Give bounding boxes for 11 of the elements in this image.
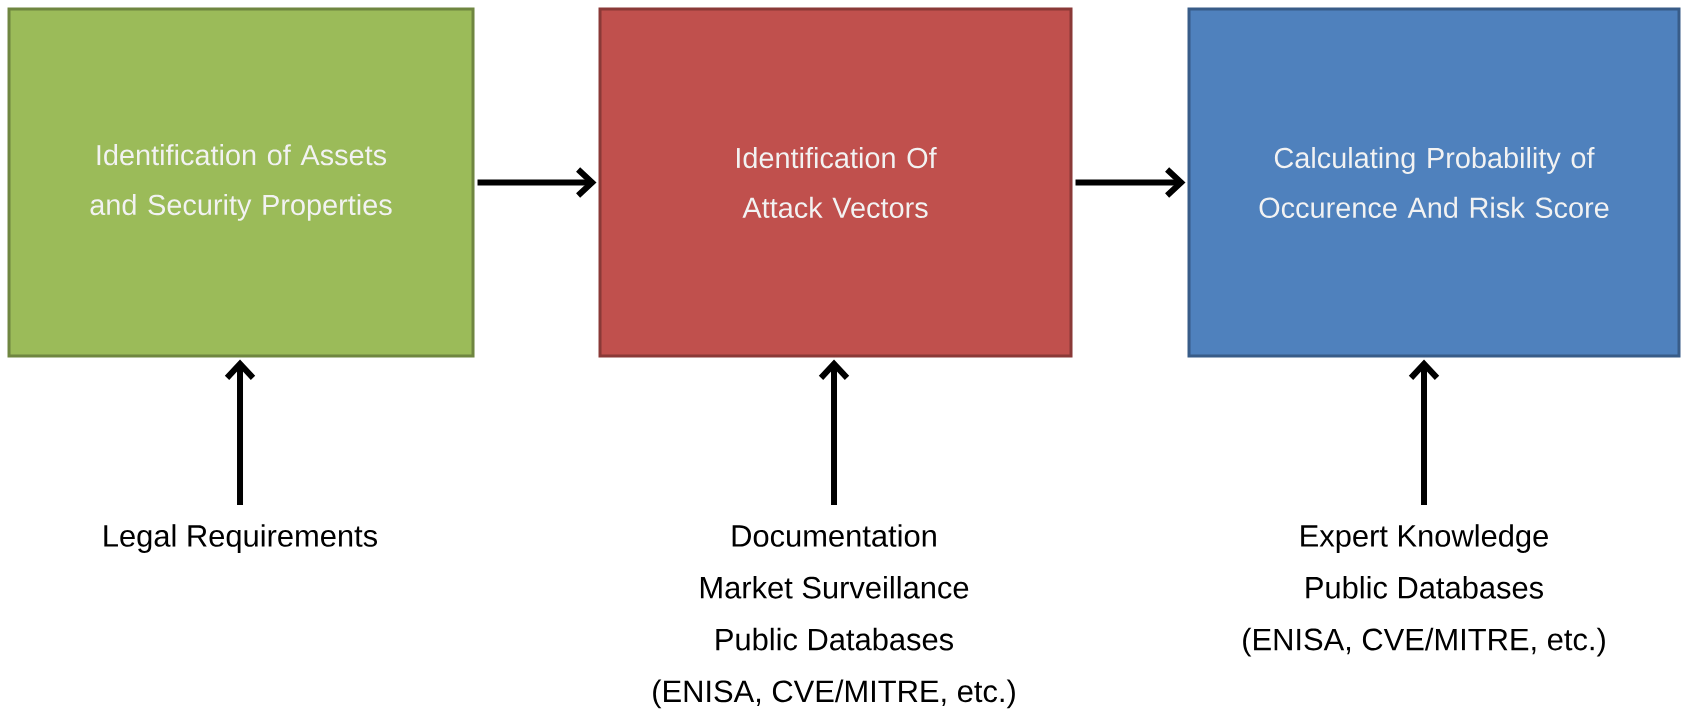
arrow [818,359,850,505]
process-box: Calculating Probability of Occurence And Risk Score [1187,7,1681,358]
process-box: Identification Of Attack Vectors [598,7,1073,358]
process-box: Identification of Assets and Security Properties [7,7,475,358]
input-label: Documentation Market Surveillance Public Databases (ENISA, CVE/MITRE, etc.) [653,524,1015,709]
arrow [477,167,597,198]
arrow [1408,359,1440,505]
arrow [224,359,256,505]
input-label: Legal Requirements [104,524,377,553]
input-label: Expert Knowledge Public Databases (ENISA, CVE/MITRE, etc.) [1243,524,1605,657]
arrow [1075,167,1186,198]
